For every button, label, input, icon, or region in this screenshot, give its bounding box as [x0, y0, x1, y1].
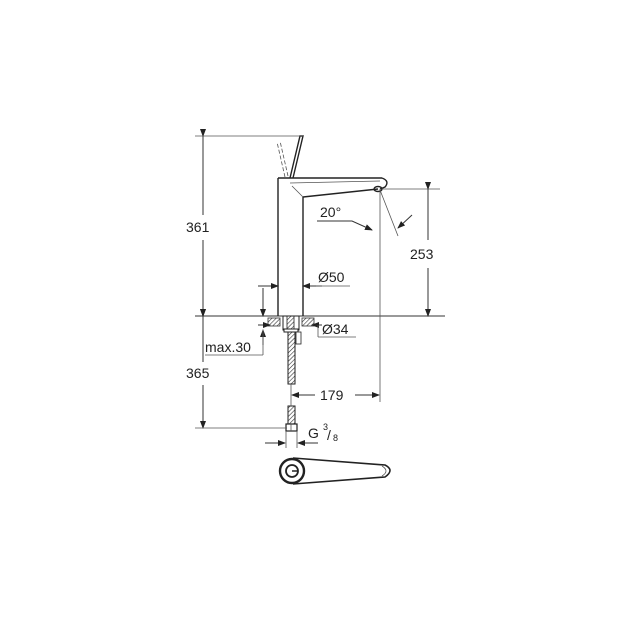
dimension-body-diameter: Ø50: [258, 269, 350, 289]
label-thread-den: 8: [333, 433, 338, 443]
label-angle: 20°: [320, 204, 341, 220]
dimension-max-30: max.30: [205, 288, 266, 356]
label-thread-g: G: [308, 425, 319, 441]
top-view: [278, 457, 391, 485]
mounting-assembly: [267, 315, 315, 345]
label-253: 253: [410, 246, 434, 262]
label-max-30: max.30: [205, 339, 251, 355]
label-365: 365: [186, 365, 210, 381]
label-361: 361: [186, 219, 210, 235]
dimension-179: 179: [290, 384, 380, 406]
dimension-hole-diameter: Ø34: [258, 321, 356, 338]
label-thread-num: 3: [323, 422, 328, 432]
label-hole-diameter: Ø34: [322, 321, 349, 337]
dimension-thread: G 3 / 8: [265, 422, 338, 448]
faucet-body: [277, 177, 388, 316]
lever-handle: [276, 135, 304, 179]
label-thread-slash: /: [327, 427, 331, 443]
label-body-diameter: Ø50: [318, 269, 345, 285]
dimension-angle: 20°: [317, 189, 413, 402]
supply-hose: [285, 331, 298, 432]
label-179: 179: [320, 387, 344, 403]
dimension-361: 361: [186, 129, 303, 317]
dimension-365: 365: [186, 309, 287, 429]
dimension-253: 253: [382, 182, 440, 317]
